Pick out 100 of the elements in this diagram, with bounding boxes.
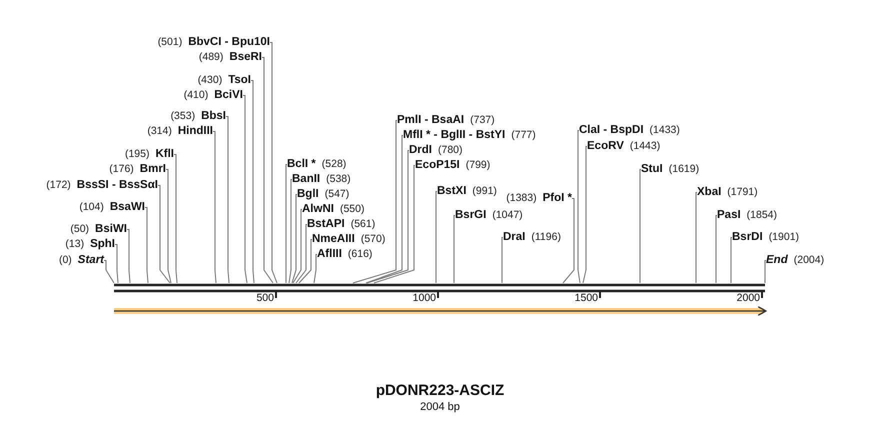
cut-position: (799) <box>466 159 490 172</box>
cut-position: (50) <box>70 223 90 236</box>
leader-line <box>366 150 410 284</box>
cut-position: (1383) <box>506 192 537 205</box>
enzyme-name: BstAPI <box>307 218 345 231</box>
enzyme-name: PfoI * <box>542 192 572 205</box>
leader-line <box>296 224 308 284</box>
scale-number: 1500 <box>574 292 598 304</box>
enzyme-name: KflI <box>155 148 174 161</box>
cut-position: (1443) <box>630 140 660 153</box>
leader-line <box>696 192 698 284</box>
leader-line <box>114 244 118 284</box>
leader-line <box>242 95 248 284</box>
enzyme-name: BsaWI <box>110 201 145 214</box>
cut-position: (570) <box>360 233 386 246</box>
cut-position: (616) <box>348 248 372 261</box>
leader-line <box>126 229 130 284</box>
cut-position: (737) <box>470 114 495 127</box>
cut-position: (1433) <box>650 124 680 137</box>
cut-position: (780) <box>438 144 463 157</box>
enzyme-name: BsiWI <box>95 223 127 236</box>
enzyme-name: BsrDI <box>732 231 763 244</box>
enzyme-name: NmeAIII <box>312 233 355 246</box>
cut-position: (1047) <box>492 209 523 222</box>
leader-line <box>730 237 732 284</box>
cut-position: (528) <box>322 158 346 171</box>
leader-line <box>578 130 580 284</box>
scale-number: 500 <box>256 292 274 304</box>
enzyme-name: SphI <box>90 238 115 251</box>
cut-position: (353) <box>170 110 196 123</box>
leader-line <box>166 169 172 284</box>
enzyme-name: EcoP15I <box>415 159 460 172</box>
enzyme-name: BbsI <box>201 110 226 123</box>
cut-position: (2004) <box>794 254 824 267</box>
leader-line <box>582 146 588 284</box>
enzyme-name: BclI * <box>287 158 316 171</box>
enzyme-name: ClaI - BspDI <box>579 124 644 137</box>
leader-line <box>262 57 274 284</box>
cut-position: (172) <box>46 179 71 192</box>
enzyme-name: BssSI - BssSαI <box>76 179 158 192</box>
cut-position: (489) <box>198 51 224 64</box>
leader-line <box>226 116 230 284</box>
leader-line <box>562 198 574 284</box>
cut-position: (1901) <box>768 231 800 244</box>
leader-line <box>716 215 718 284</box>
cut-position: (550) <box>340 203 364 216</box>
leader-line <box>502 237 504 284</box>
enzyme-name: Start <box>78 254 104 267</box>
enzyme-name: End <box>766 254 788 267</box>
enzyme-name: EcoRV <box>587 140 624 153</box>
leader-line <box>270 42 278 284</box>
enzyme-name: XbaI <box>697 186 722 199</box>
cut-position: (1791) <box>727 186 758 199</box>
leader-line <box>174 154 178 284</box>
leader-line <box>104 260 114 284</box>
cut-position: (176) <box>109 163 134 176</box>
enzyme-name: BstXI <box>437 185 466 198</box>
cut-position: (538) <box>326 173 351 186</box>
cut-position: (314) <box>147 125 172 138</box>
enzyme-name: BanII <box>292 173 320 186</box>
cut-position: (547) <box>324 188 350 201</box>
cut-position: (1854) <box>746 209 778 222</box>
cut-position: (430) <box>198 74 222 87</box>
leader-line <box>292 194 298 284</box>
leader-line <box>314 254 318 284</box>
scale-number: 1000 <box>412 292 436 304</box>
cut-position: (0) <box>58 254 72 267</box>
enzyme-name: PmlI - BsaAI <box>397 114 464 127</box>
leader-line <box>352 120 398 284</box>
leader-line <box>144 207 148 284</box>
cut-position: (501) <box>158 36 182 49</box>
enzyme-name: DraI <box>503 231 526 244</box>
enzyme-name: StuI <box>641 163 663 176</box>
cut-position: (104) <box>79 201 104 214</box>
leader-line <box>454 215 456 284</box>
title: pDONR223-ASCIZ <box>374 382 506 399</box>
leader-line <box>158 185 170 284</box>
cut-position: (561) <box>350 218 376 231</box>
leader-line <box>250 80 254 284</box>
enzyme-name: MflI * - BglII - BstYI <box>403 129 506 142</box>
leader-line <box>366 135 404 284</box>
enzyme-name: AlwNI <box>302 203 334 216</box>
enzyme-name: TsoI <box>228 74 251 87</box>
leader-line <box>764 260 766 284</box>
cut-position: (991) <box>472 185 497 198</box>
enzyme-name: BseRI <box>229 51 262 64</box>
enzyme-name: BsrGI <box>455 209 486 222</box>
enzyme-name: BciVI <box>214 89 243 102</box>
enzyme-name: AflIII <box>317 248 342 261</box>
cut-position: (1619) <box>668 163 700 176</box>
leader-line <box>286 164 288 284</box>
leader-line <box>640 169 642 284</box>
cut-position: (410) <box>184 89 208 102</box>
enzyme-name: DrdI <box>409 144 432 157</box>
enzyme-name: BglI <box>297 188 319 201</box>
cut-position: (13) <box>65 238 84 251</box>
cut-position: (777) <box>511 129 536 142</box>
enzyme-name: HindIII <box>178 125 213 138</box>
leader-line <box>374 165 416 284</box>
enzyme-name: PasI <box>717 209 741 222</box>
